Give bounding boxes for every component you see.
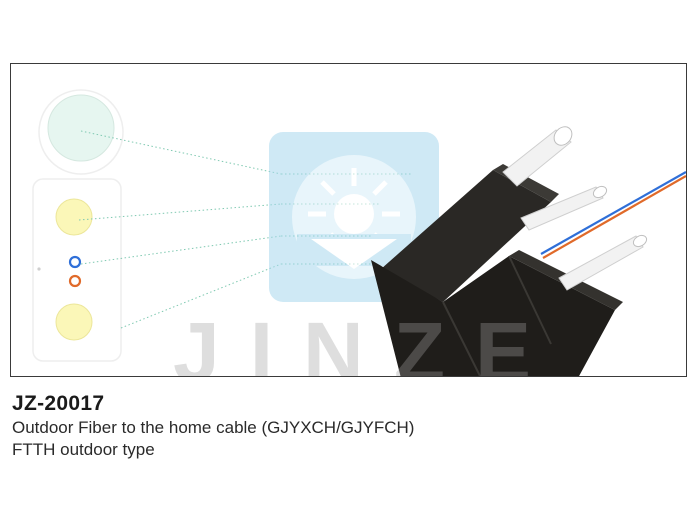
product-description: Outdoor Fiber to the home cable (GJYXCH/… xyxy=(12,418,415,437)
messenger-outline xyxy=(38,89,124,175)
cable-illustration xyxy=(32,89,686,376)
section-dot xyxy=(37,267,41,271)
cable-body xyxy=(371,126,686,376)
product-type: FTTH outdoor type xyxy=(12,440,155,459)
product-image-frame: JINZE xyxy=(10,63,687,377)
messenger-wire-section xyxy=(47,94,115,162)
watermark-brand: JINZE xyxy=(173,305,562,377)
cross-section-outline xyxy=(32,178,122,362)
strength-member-top xyxy=(55,198,93,236)
product-model: JZ-20017 xyxy=(12,392,105,415)
fiber-blue xyxy=(68,255,82,269)
strength-member-bottom xyxy=(55,303,93,341)
fiber-orange xyxy=(68,274,82,288)
